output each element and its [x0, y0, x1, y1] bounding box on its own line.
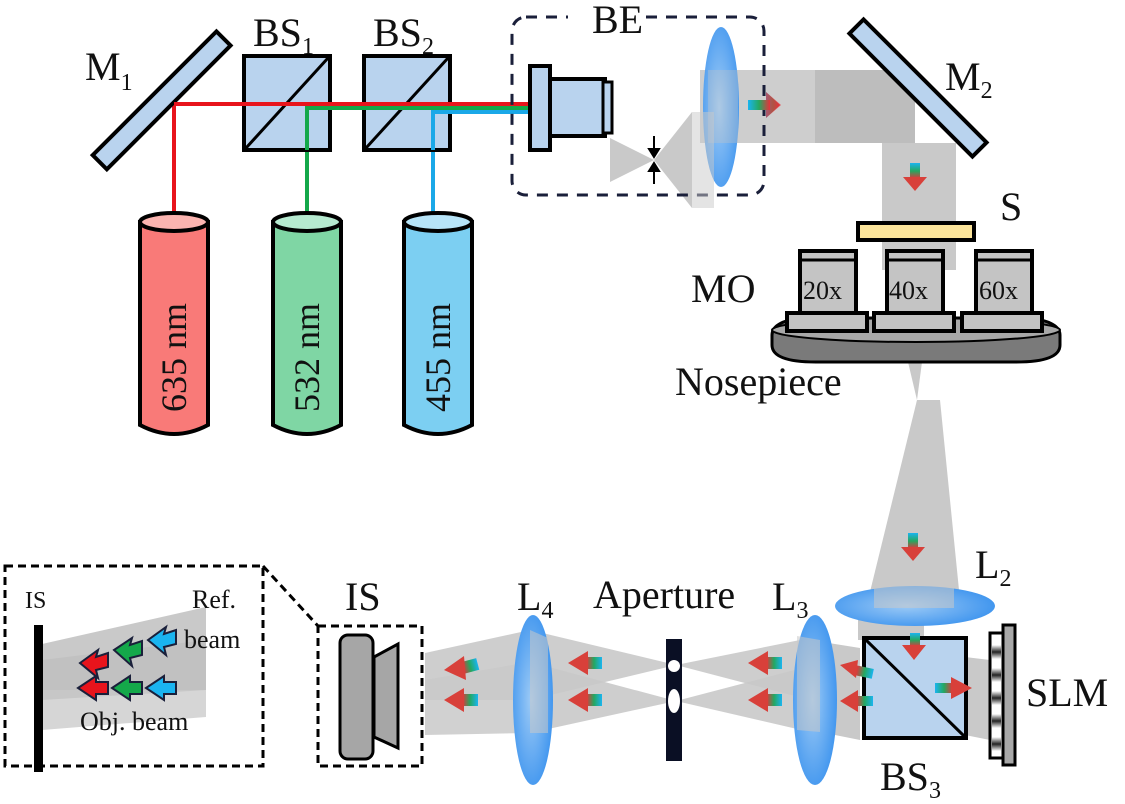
label-bs1: BS1	[253, 10, 314, 60]
objective-20x	[785, 249, 869, 333]
label-be: BE	[592, 0, 643, 42]
mirror-m1	[89, 28, 234, 173]
beam-direction-arrows-left-l4	[568, 651, 602, 712]
inset-obj-arrows	[76, 674, 177, 702]
objective-40x	[872, 249, 956, 333]
beam-below-nosepiece	[908, 362, 922, 400]
beam-diverging-to-l2	[868, 400, 960, 600]
label-is: IS	[345, 574, 381, 619]
label-l2: L2	[975, 542, 1011, 592]
label-bs2: BS2	[373, 10, 434, 60]
beam-aperture-l4-2	[530, 662, 676, 733]
label-l3: L3	[772, 574, 808, 624]
laser-455-label: 455 nm	[418, 303, 458, 412]
beam-direction-arrows-left-l3	[748, 651, 782, 712]
label-m1: M1	[85, 44, 133, 96]
inset-label-obj-beam: Obj. beam	[80, 707, 188, 736]
label-aperture: Aperture	[593, 572, 735, 617]
laser-635	[138, 211, 210, 436]
inset-sensor-plane	[34, 625, 43, 772]
red-laser-line	[172, 102, 530, 215]
objective-60x	[960, 249, 1044, 333]
slm	[988, 623, 1017, 767]
inset-label-is: IS	[25, 588, 46, 614]
label-bs3: BS3	[880, 754, 941, 804]
label-s: S	[1000, 184, 1022, 229]
objective-60x-label: 60x	[979, 276, 1018, 305]
inset-box	[3, 564, 265, 768]
objective-20x-label: 20x	[803, 276, 842, 305]
beam-bs3-slm	[965, 657, 990, 740]
sample-slide	[856, 221, 976, 242]
image-sensor-camera	[338, 633, 400, 761]
inset-label-ref: Ref.	[192, 585, 236, 614]
label-nosepiece: Nosepiece	[675, 359, 842, 404]
beam-direction-arrow-down-l2	[901, 533, 925, 561]
inset-connector	[261, 564, 320, 628]
beam-direction-arrows-left-is	[444, 656, 480, 712]
focus-indicator-icon	[647, 136, 661, 184]
laser-532-label: 532 nm	[287, 303, 327, 412]
label-m2: M2	[945, 54, 993, 104]
inset-label-ref-beam: beam	[184, 625, 240, 654]
beam-be-diverge	[654, 112, 692, 208]
be-objective	[528, 64, 614, 152]
beam-be-converge	[610, 138, 654, 182]
laser-532	[271, 211, 343, 436]
image-sensor-box	[316, 624, 424, 768]
inset-ref-arrows	[78, 624, 177, 681]
label-slm: SLM	[1026, 670, 1108, 715]
objective-40x-label: 40x	[889, 276, 928, 305]
laser-635-label: 635 nm	[154, 303, 194, 412]
beam-direction-arrow-down	[903, 163, 927, 191]
laser-lines	[172, 102, 530, 215]
laser-455	[402, 211, 474, 436]
label-mo: MO	[691, 266, 755, 311]
beam-l3-aperture-2	[676, 666, 810, 732]
label-l4: L4	[517, 574, 553, 624]
aperture	[666, 639, 682, 761]
bs3-arrows	[840, 633, 972, 712]
mirror-m2	[846, 16, 990, 160]
